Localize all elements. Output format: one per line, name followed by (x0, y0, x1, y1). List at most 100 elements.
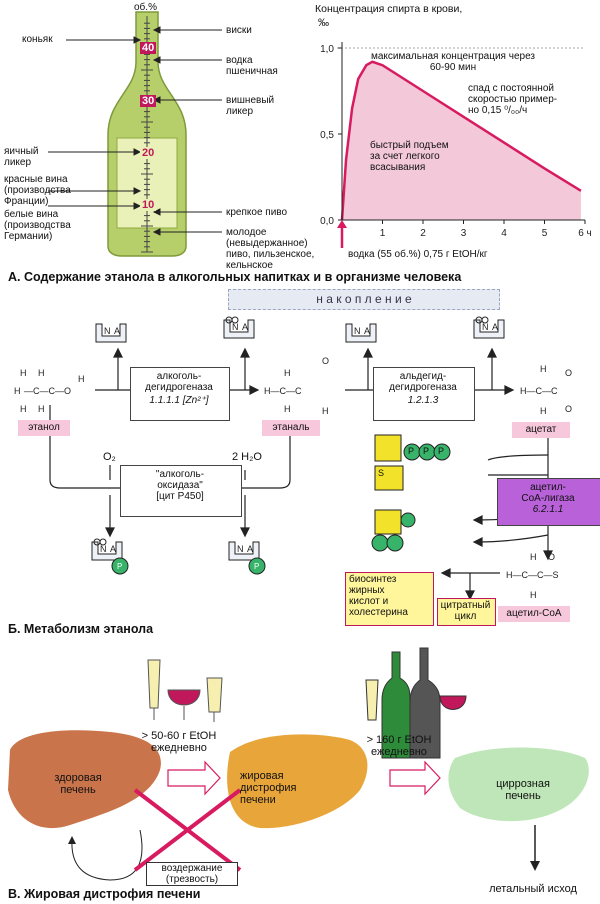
chart-area (342, 61, 581, 220)
nad-icon: N A (342, 320, 382, 350)
label-cherry-liqueur: вишневый ликер (226, 95, 275, 117)
nad-icon-svg: N A (345, 323, 377, 343)
svg-text:H: H (38, 404, 45, 414)
chart-y-tick-label: 0,0 (320, 216, 334, 227)
bottle-scale-30: 30 (140, 95, 157, 107)
bottle-scale-20: 20 (140, 147, 157, 159)
fatty-liver-label: жировая дистрофия печени (240, 770, 297, 806)
svg-text:N: N (482, 322, 489, 332)
lethal-outcome-label: летальный исход (489, 883, 577, 895)
bottle-unit: об.% (134, 2, 157, 13)
svg-text:H: H (20, 368, 27, 378)
label-cognac: коньяк (22, 34, 53, 45)
svg-text:A: A (114, 326, 120, 336)
label-strong-beer: крепкое пиво (226, 207, 288, 218)
acetate-label: ацетат (512, 422, 570, 438)
nad-icon-svg: N A P (91, 538, 129, 575)
section-c-title: В. Жировая дистрофия печени (8, 887, 201, 901)
svg-text:N: N (100, 544, 107, 554)
svg-text:O: O (548, 552, 555, 562)
abstinence-label: воздержание (трезвость) (146, 862, 238, 886)
cirrhotic-liver (448, 747, 589, 822)
enzyme-aldh-ec: 1.2.1.3 (407, 395, 439, 406)
svg-text:—C—C—O: —C—C—O (24, 386, 71, 396)
enzyme-adh: алкоголь- дегидрогеназа (145, 371, 213, 393)
label-young-beer: молодое (невыдержанное) пиво, пильзенско… (226, 227, 315, 271)
liver-diagram (8, 647, 589, 881)
enzyme-aldh-box (373, 367, 475, 421)
svg-text:O: O (565, 404, 572, 414)
citrate-label: цитратный цикл (440, 600, 491, 622)
chart-x-tick-label: 6 ч (578, 228, 592, 239)
label-whisky: виски (226, 25, 252, 36)
ethanol-label: этанол (18, 420, 70, 436)
chart-unit: ‰ (318, 17, 329, 29)
glasses-left (147, 659, 223, 722)
bottle-scale-10: 10 (140, 199, 157, 211)
nad-icon: N A P (225, 538, 266, 575)
accumulation-banner: н а к о п л е н и е (228, 289, 500, 310)
dose-50-60: > 50-60 г EtOH ежедневно (141, 730, 217, 754)
enzyme-adh-ec: 1.1.1.1 [Zn²⁺] (149, 395, 209, 406)
coa-s-label: S (378, 468, 385, 478)
bottle-scale-40: 40 (140, 42, 157, 54)
svg-text:A: A (492, 322, 498, 332)
ethanal-label: этаналь (262, 420, 320, 436)
healthy-liver-label: здоровая печень (54, 772, 102, 796)
svg-text:H: H (38, 368, 45, 378)
chart-x-tick-label: 3 (461, 228, 467, 239)
section-b-title: Б. Метаболизм этанола (8, 622, 154, 636)
enzyme-aldh: альдегид- дегидрогеназа (389, 371, 457, 393)
enzyme-oxidase: "алкоголь- оксидаза" [цит Р450] (155, 469, 205, 502)
acetyl-coa-label: ацетил-СоА (498, 606, 570, 622)
nad-icon: N A (92, 320, 132, 350)
section-a-title: А. Содержание этанола в алкогольных напи… (8, 270, 462, 284)
enzyme-ligase-box (497, 478, 600, 526)
enzyme-ligase: ацетил- СоА-лигаза (521, 482, 575, 504)
svg-text:H: H (14, 386, 21, 396)
chart-note-decline: спад с постоянной скоростью пример- но 0… (468, 83, 558, 116)
label-egg-liqueur: яичный ликер (4, 146, 39, 168)
nad-icon-svg: N A (473, 316, 505, 339)
chart-x-tick-label: 5 (542, 228, 548, 239)
nad-icon-svg: N A P (228, 541, 266, 575)
chart-x-tick-label: 1 (380, 228, 386, 239)
svg-text:H: H (284, 368, 291, 378)
citrate-box (437, 598, 496, 626)
bottles-right (365, 647, 467, 759)
svg-text:A: A (110, 544, 116, 554)
nad-icon: N A (470, 316, 510, 346)
svg-text:O: O (322, 356, 329, 366)
svg-text:H—C—C—S: H—C—C—S (506, 570, 559, 580)
nad-icon-svg: N A (223, 316, 255, 339)
atp-coa-icons (371, 434, 451, 552)
nad-icon: N A P (88, 538, 129, 575)
chart-y-tick-label: 1,0 (320, 44, 334, 55)
chart-y-tick-label: 0,5 (320, 130, 334, 141)
atp-p1: P (408, 446, 415, 456)
label-vodka: водка пшеничная (226, 55, 278, 77)
abstinence-cross (133, 788, 242, 872)
svg-text:H—C—C: H—C—C (264, 386, 302, 396)
svg-text:H: H (530, 590, 537, 600)
biosynthesis-label: биосинтез жирных кислот и холестерина (349, 574, 408, 618)
svg-text:H: H (20, 404, 27, 414)
chart-note-peak: максимальная концентрация через 60-90 ми… (370, 51, 535, 73)
enzyme-oxidase-box (120, 465, 242, 517)
label-red-wine: красные вина (производства Франции) (4, 174, 71, 207)
chart-intake-arrowhead (337, 220, 347, 228)
svg-text:H: H (78, 374, 85, 384)
svg-text:N: N (232, 322, 239, 332)
chart-xlabel: водка (55 об.%) 0,75 г EtOH/кг (348, 249, 488, 260)
svg-text:H: H (284, 404, 291, 414)
atp-p3: P (438, 446, 445, 456)
svg-text:P: P (117, 562, 122, 571)
dose-160: > 160 г EtOH ежедневно (366, 734, 432, 758)
chart-note-rise: быстрый подъем за счет легкого всасывани… (370, 140, 449, 173)
label-white-wine: белые вина (производства Германии) (4, 209, 71, 242)
